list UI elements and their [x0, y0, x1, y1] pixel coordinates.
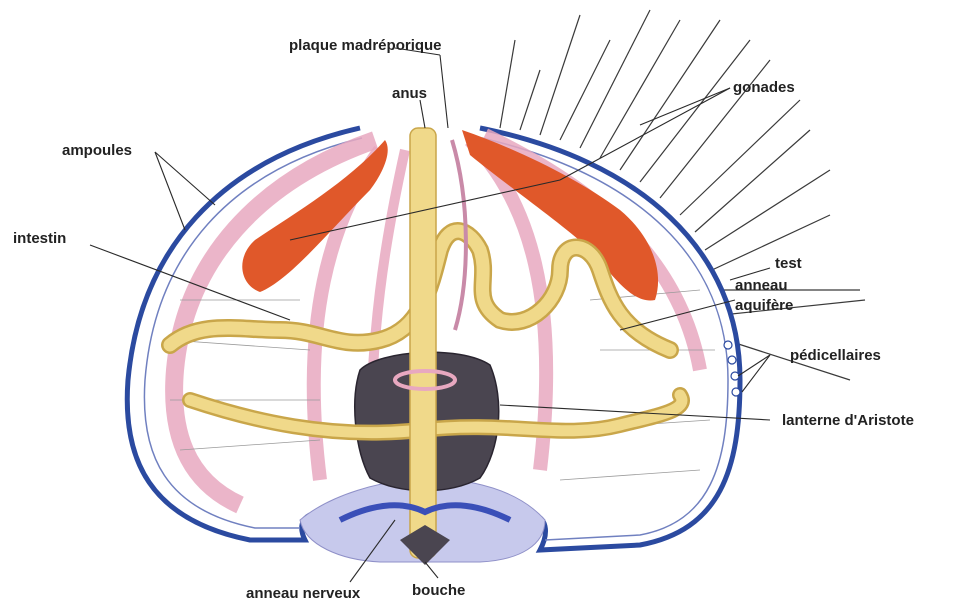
label-bouche: bouche [412, 582, 465, 599]
label-lanterne-aristote: lanterne d'Aristote [782, 412, 914, 429]
label-plaque-madreporique: plaque madréporique [289, 37, 442, 54]
label-pedicellaires: pédicellaires [790, 347, 881, 364]
label-intestin: intestin [13, 230, 66, 247]
label-anneau-nerveux: anneau nerveux [246, 585, 361, 602]
central-column [410, 128, 436, 558]
label-anneau-aquifere-2: aquifère [735, 297, 793, 314]
label-anneau-aquifere-1: anneau [735, 277, 788, 294]
label-anus: anus [392, 85, 427, 102]
label-gonades: gonades [733, 79, 795, 96]
label-test: test [775, 255, 802, 272]
label-ampoules: ampoules [62, 142, 132, 159]
